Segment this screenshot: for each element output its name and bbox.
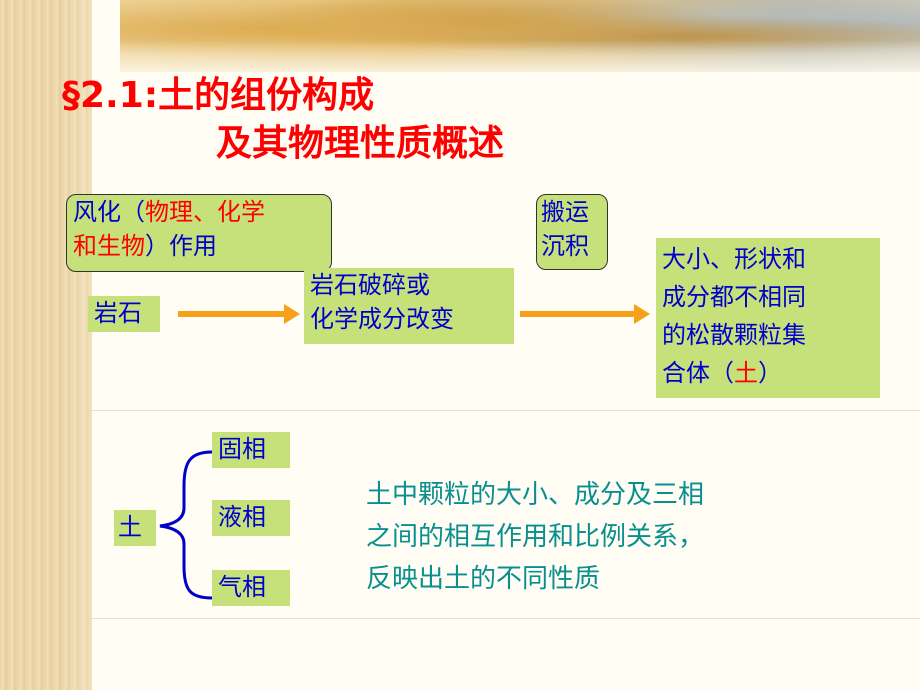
result-line-4-red: 土	[734, 359, 758, 387]
soil-box: 土	[114, 510, 156, 546]
description-line-1: 土中颗粒的大小、成分及三相	[366, 480, 705, 510]
title-line-2: 及其物理性质概述	[216, 123, 505, 164]
divider-line-2	[92, 618, 920, 619]
transport-box: 搬运 沉积	[536, 194, 608, 270]
liquid-phase-box: 液相	[212, 500, 290, 536]
weathering-red-1: 物理、化学	[145, 198, 265, 226]
broken-line-1: 岩石破碎或	[310, 271, 430, 299]
broken-rock-box: 岩石破碎或 化学成分改变	[304, 268, 514, 344]
description-line-2: 之间的相互作用和比例关系，	[366, 522, 705, 552]
arrow-2	[520, 304, 650, 324]
divider-line-1	[92, 410, 920, 411]
banner-fade	[120, 40, 920, 80]
gas-phase-label: 气相	[218, 573, 266, 601]
solid-phase-box: 固相	[212, 432, 290, 468]
weathering-box: 风化（物理、化学 和生物）作用	[66, 194, 332, 272]
gas-phase-box: 气相	[212, 570, 290, 606]
weathering-prefix: 风化（	[73, 198, 145, 226]
left-fade	[60, 0, 200, 690]
result-line-3: 的松散颗粒集	[662, 321, 806, 349]
weathering-suffix: ）作用	[145, 232, 217, 260]
result-line-4-prefix: 合体（	[662, 359, 734, 387]
liquid-phase-label: 液相	[218, 503, 266, 531]
soil-label: 土	[118, 513, 142, 541]
rock-box: 岩石	[88, 296, 160, 332]
description-line-3: 反映出土的不同性质	[366, 564, 601, 594]
weathering-red-2: 和生物	[73, 232, 145, 260]
phase-brace-icon	[159, 450, 213, 600]
solid-phase-label: 固相	[218, 435, 266, 463]
result-line-4-suffix: ）	[758, 359, 782, 387]
arrow-1	[178, 304, 300, 324]
broken-line-2: 化学成分改变	[310, 305, 454, 333]
transport-line-2: 沉积	[541, 232, 589, 260]
transport-line-1: 搬运	[541, 198, 589, 226]
title-line-1: §2.1:土的组份构成	[62, 75, 375, 116]
result-line-2: 成分都不相同	[662, 283, 806, 311]
result-box: 大小、形状和 成分都不相同 的松散颗粒集 合体（土）	[656, 238, 880, 398]
rock-label: 岩石	[94, 299, 142, 327]
result-line-1: 大小、形状和	[662, 245, 806, 273]
